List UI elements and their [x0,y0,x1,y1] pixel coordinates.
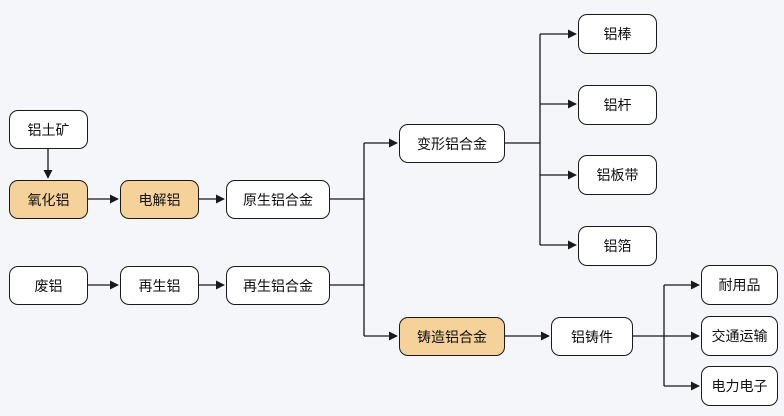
node-aluminum-rod: 铝杆 [578,85,657,125]
node-aluminum-foil: 铝箔 [578,226,657,266]
node-recycled-aluminum: 再生铝 [120,266,199,305]
node-aluminum-casting: 铝铸件 [551,317,633,356]
node-aluminum-bar: 铝棒 [578,14,657,54]
node-electrolytic-aluminum: 电解铝 [120,180,199,219]
node-recycled-aluminum-alloy: 再生铝合金 [226,266,330,305]
node-bauxite: 铝土矿 [9,110,88,149]
node-scrap-aluminum: 废铝 [9,266,88,305]
node-alumina: 氧化铝 [9,180,88,219]
node-power-electronics: 电力电子 [701,366,778,406]
node-durables: 耐用品 [701,265,778,305]
node-aluminum-strip: 铝板带 [578,155,657,195]
node-transportation: 交通运输 [701,316,778,356]
node-wrought-aluminum-alloy: 变形铝合金 [399,124,505,163]
node-casting-aluminum-alloy: 铸造铝合金 [399,317,505,356]
node-primary-aluminum-alloy: 原生铝合金 [226,180,330,219]
